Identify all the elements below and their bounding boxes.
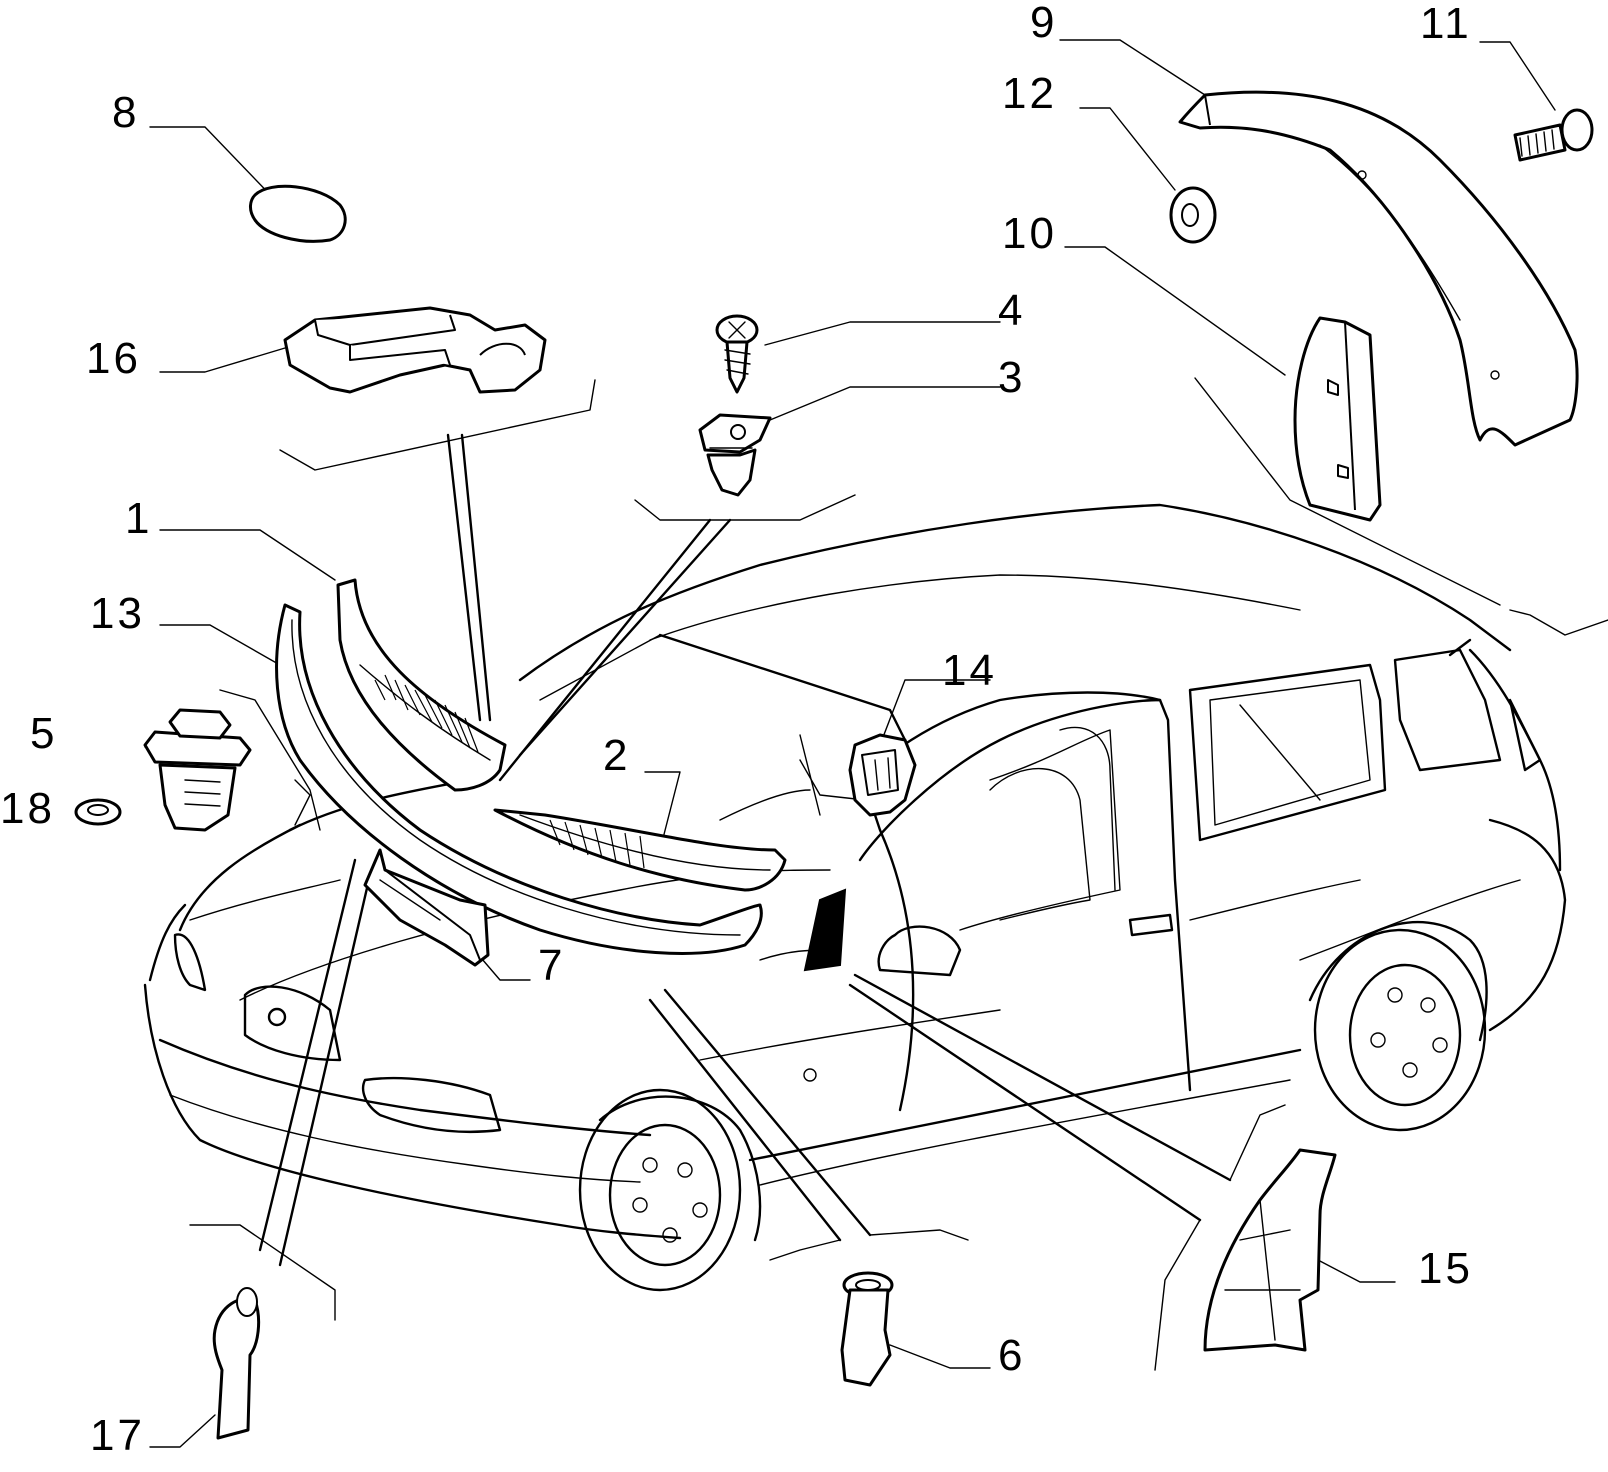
label-2: 2 [603, 731, 630, 780]
part-11-bolt [1513, 108, 1594, 162]
part-1-cowl-panel [336, 578, 507, 792]
label-1: 1 [125, 494, 152, 543]
label-13: 13 [90, 589, 145, 638]
leader-lines [144, 39, 1608, 1448]
part-17-hose [212, 1287, 261, 1440]
part-16-bracket [283, 306, 547, 394]
part-15-pillar-trim [803, 888, 1337, 1352]
label-8: 8 [112, 88, 139, 137]
part-13-seal-strip [275, 603, 763, 955]
label-6: 6 [998, 1331, 1025, 1380]
label-5: 5 [30, 709, 57, 758]
part-10-cover [1293, 316, 1382, 522]
part-18-washer [74, 798, 122, 826]
label-17: 17 [90, 1411, 145, 1460]
label-11: 11 [1420, 0, 1472, 48]
part-14-clip [848, 733, 917, 817]
part-2-cowl-panel [493, 808, 787, 892]
label-10: 10 [1002, 209, 1057, 258]
label-14: 14 [942, 646, 997, 695]
label-18: 18 [0, 784, 55, 833]
part-8-plug [249, 184, 347, 243]
label-4: 4 [998, 286, 1025, 335]
part-4-screw [715, 314, 759, 394]
callout-labels: 8 9 11 12 10 16 4 3 1 13 14 5 2 18 7 15 … [0, 0, 1473, 1460]
part-7-duct [363, 848, 490, 967]
label-12: 12 [1002, 69, 1057, 118]
part-6-grommet [840, 1271, 894, 1387]
part-3-clip-nut [698, 413, 772, 497]
label-3: 3 [998, 353, 1025, 402]
label-15: 15 [1418, 1244, 1473, 1293]
part-12-washer [1169, 186, 1217, 244]
part-9-roof-trim [1178, 90, 1579, 447]
car-body-outline [143, 503, 1567, 1292]
label-9: 9 [1030, 0, 1057, 47]
part-5-push-clip [143, 708, 252, 832]
label-16: 16 [86, 334, 141, 383]
label-7: 7 [538, 941, 565, 990]
